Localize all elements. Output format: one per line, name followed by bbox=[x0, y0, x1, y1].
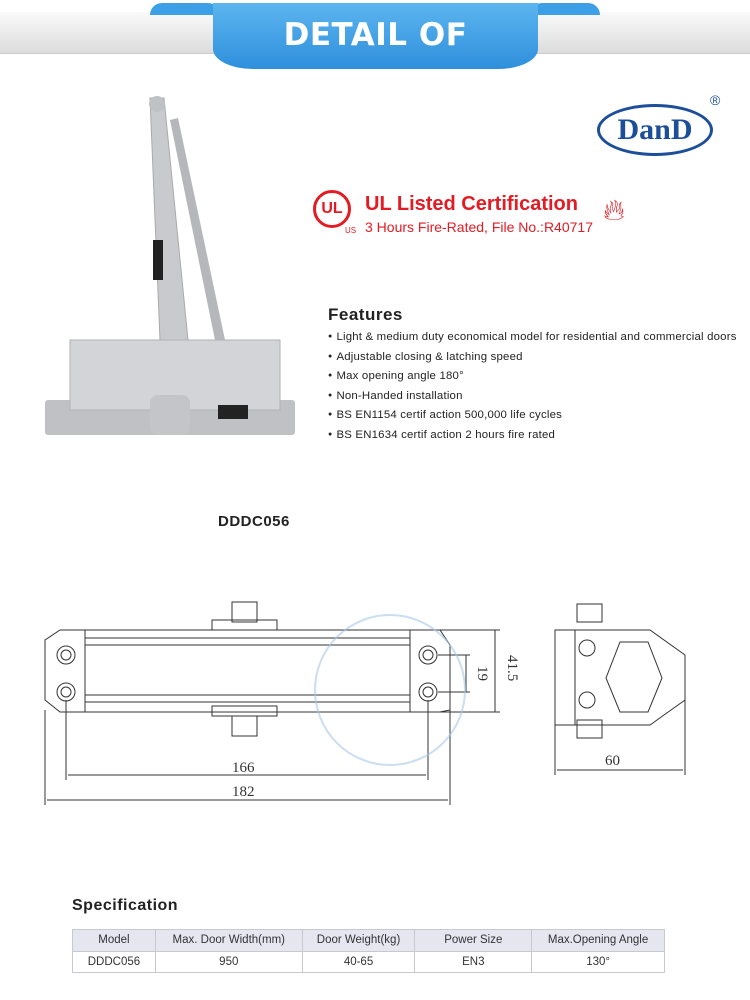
column-header: Model bbox=[72, 929, 156, 952]
fire-icon: 🔥︎ bbox=[603, 194, 626, 227]
model-label: DDDC056 bbox=[218, 513, 290, 530]
column-header: Door Weight(kg) bbox=[301, 929, 416, 952]
table-header-row: Model Max. Door Width(mm) Door Weight(kg… bbox=[72, 929, 665, 952]
side-view bbox=[554, 603, 686, 775]
mount-hole bbox=[418, 682, 438, 702]
dim-166: 166 bbox=[232, 760, 255, 776]
feature-item: Non-Handed installation bbox=[328, 390, 737, 410]
top-bracket bbox=[231, 601, 258, 623]
table-cell: 950 bbox=[154, 950, 303, 973]
arm-pivot bbox=[149, 96, 165, 112]
dim-60: 60 bbox=[605, 753, 620, 769]
hex-spindle bbox=[605, 641, 663, 713]
features-title: Features bbox=[328, 305, 403, 324]
specification-title: Specification bbox=[72, 897, 179, 914]
dim-19: 19 bbox=[474, 666, 490, 681]
arm-label bbox=[153, 240, 163, 280]
spindle bbox=[150, 395, 190, 435]
ul-logo: UL bbox=[313, 190, 351, 228]
watermark bbox=[314, 614, 466, 766]
table-cell: 130° bbox=[531, 950, 665, 973]
closer-rod bbox=[170, 118, 225, 340]
column-header: Max. Door Width(mm) bbox=[154, 929, 303, 952]
column-header: Power Size bbox=[414, 929, 533, 952]
dim-41-5: 41.5 bbox=[504, 655, 520, 681]
certification-subtitle: 3 Hours Fire-Rated, File No.:R40717 bbox=[365, 219, 593, 235]
bottom-flange bbox=[211, 705, 278, 717]
bottom-bracket bbox=[231, 715, 258, 737]
feature-item: BS EN1154 certif action 500,000 life cyc… bbox=[328, 409, 737, 429]
table-cell: EN3 bbox=[414, 950, 533, 973]
banner-title: DETAIL OF PRODUCT bbox=[213, 3, 538, 117]
side-top-bracket bbox=[576, 603, 603, 623]
table-cell: DDDC056 bbox=[72, 950, 156, 973]
certification-title: UL Listed Certification bbox=[365, 193, 578, 215]
features-list: Light & medium duty economical model for… bbox=[328, 331, 737, 448]
specification-table: Model Max. Door Width(mm) Door Weight(kg… bbox=[72, 929, 665, 973]
table-row: DDDC056 950 40-65 EN3 130° bbox=[72, 950, 665, 973]
mount-hole bbox=[56, 645, 76, 665]
technical-drawing: 166 182 60 19 41.5 bbox=[44, 601, 686, 805]
mount-hole bbox=[56, 682, 76, 702]
body-outline bbox=[44, 629, 451, 713]
registered-mark: ® bbox=[710, 92, 721, 108]
closer-arm bbox=[149, 97, 189, 341]
mount-hole bbox=[418, 645, 438, 665]
column-header: Max.Opening Angle bbox=[531, 929, 665, 952]
ul-country: US bbox=[345, 226, 357, 235]
front-view bbox=[44, 601, 500, 805]
ribbon-fold-left bbox=[150, 3, 220, 15]
side-bottom-bracket bbox=[576, 719, 603, 739]
table-cell: 40-65 bbox=[301, 950, 416, 973]
product-photo bbox=[45, 96, 295, 435]
feature-item: Adjustable closing & latching speed bbox=[328, 351, 737, 371]
dim-182: 182 bbox=[232, 784, 255, 800]
ribbon-fold-right bbox=[530, 3, 600, 15]
brand-logo: DanD bbox=[597, 104, 713, 156]
feature-item: Max opening angle 180° bbox=[328, 370, 737, 390]
body-label bbox=[218, 405, 248, 419]
feature-item: Light & medium duty economical model for… bbox=[328, 331, 737, 351]
feature-item: BS EN1634 certif action 2 hours fire rat… bbox=[328, 429, 737, 449]
